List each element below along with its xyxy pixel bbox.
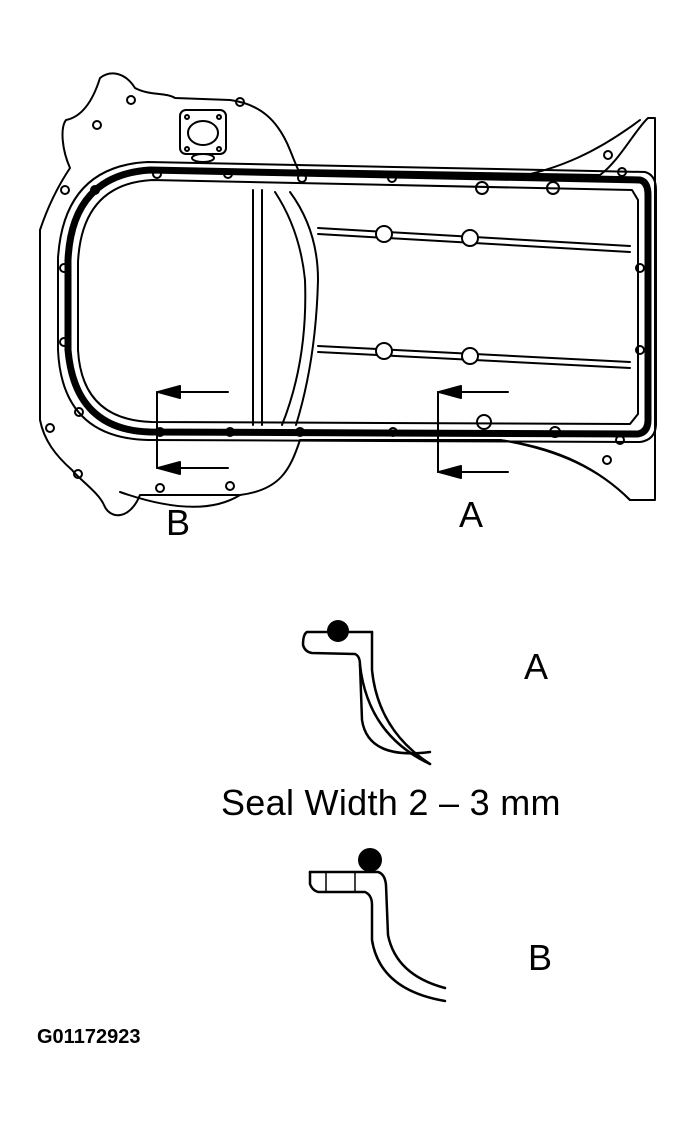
section-cut-b [156, 385, 229, 475]
cross-section-b [308, 848, 447, 1003]
oil-pan-outline [39, 72, 656, 517]
cross-section-a-label: A [524, 646, 549, 687]
cross-section-b-label: B [528, 937, 553, 978]
sealant-bead-path [57, 161, 657, 443]
figure-id: G01172923 [37, 1026, 141, 1048]
cross-section-a [301, 620, 432, 766]
bolt-holes [45, 95, 645, 493]
section-b-callout-label: B [166, 502, 191, 543]
baffles [119, 189, 631, 508]
section-a-callout-label: A [459, 494, 484, 535]
pump-mount [179, 109, 227, 163]
section-cut-a [437, 385, 509, 479]
seal-width-spec: Seal Width 2 – 3 mm [221, 782, 561, 823]
